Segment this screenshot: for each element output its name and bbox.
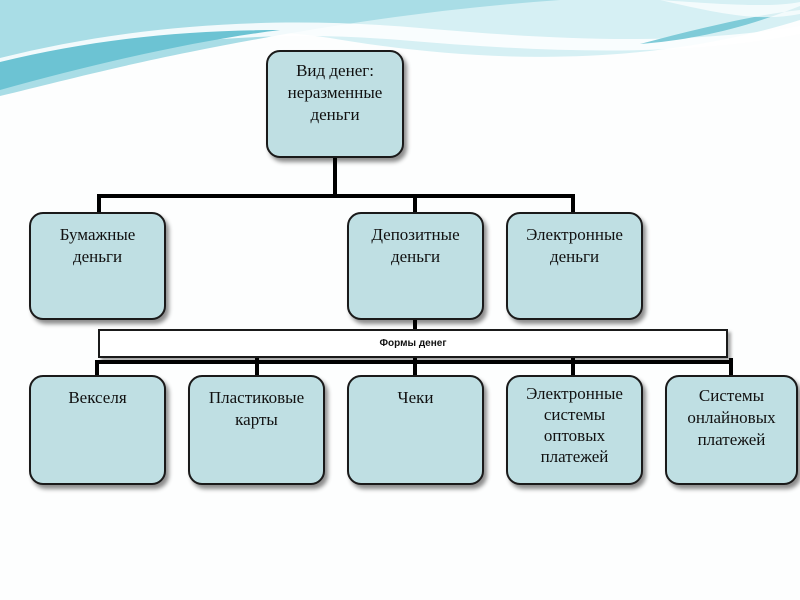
connector-to-bills [95,360,99,377]
connector-to-deposit-money [413,194,417,214]
connector-deposit-to-forms [413,318,417,331]
root-line-1: Вид денег: [296,61,374,80]
connector-to-paper-money [97,194,101,214]
root-line-3: деньги [310,105,360,124]
connector-to-electronic-money [571,194,575,214]
node-electronic-money: Электронные деньги [506,212,643,320]
forms-of-money-bar: Формы денег [98,329,728,358]
root-node-money-type: Вид денег: неразменные деньги [266,50,404,158]
node-online-payment-systems: Системы онлайновых платежей [665,375,798,485]
connector-root-down [333,156,337,197]
node-deposit-money: Депозитные деньги [347,212,484,320]
node-checks: Чеки [347,375,484,485]
connector-to-online-systems [729,358,733,377]
connector-to-wholesale-systems [571,358,575,377]
deposit-money-line-2: деньги [390,247,441,266]
paper-money-line-1: Бумажные [59,225,136,244]
paper-money-line-2: деньги [72,247,123,266]
deposit-money-line-1: Депозитные [371,225,460,244]
node-plastic-cards: Пластиковые карты [188,375,325,485]
wholesale-line-2: системы [543,405,606,424]
plastic-cards-line-1: Пластиковые [208,388,305,407]
connector-level1-horizontal [97,194,575,198]
plastic-cards-line-2: карты [235,410,278,429]
node-wholesale-payment-systems: Электронные системы оптовых платежей [506,375,643,485]
connector-to-plastic-cards [255,358,259,377]
wholesale-line-1: Электронные [526,384,623,403]
checks-line-1: Чеки [397,388,434,407]
node-paper-money: Бумажные деньги [29,212,166,320]
wholesale-line-3: оптовых [543,426,606,445]
node-bills: Векселя [29,375,166,485]
online-line-3: платежей [697,430,766,449]
electronic-money-line-2: деньги [549,247,600,266]
header-wave-decoration [0,0,800,96]
bills-line-1: Векселя [68,388,127,407]
wholesale-line-4: платежей [540,447,609,466]
online-line-2: онлайновых [687,408,776,427]
electronic-money-line-1: Электронные [526,225,623,244]
connector-to-checks [413,358,417,377]
root-line-2: неразменные [287,83,383,102]
online-line-1: Системы [698,386,765,405]
